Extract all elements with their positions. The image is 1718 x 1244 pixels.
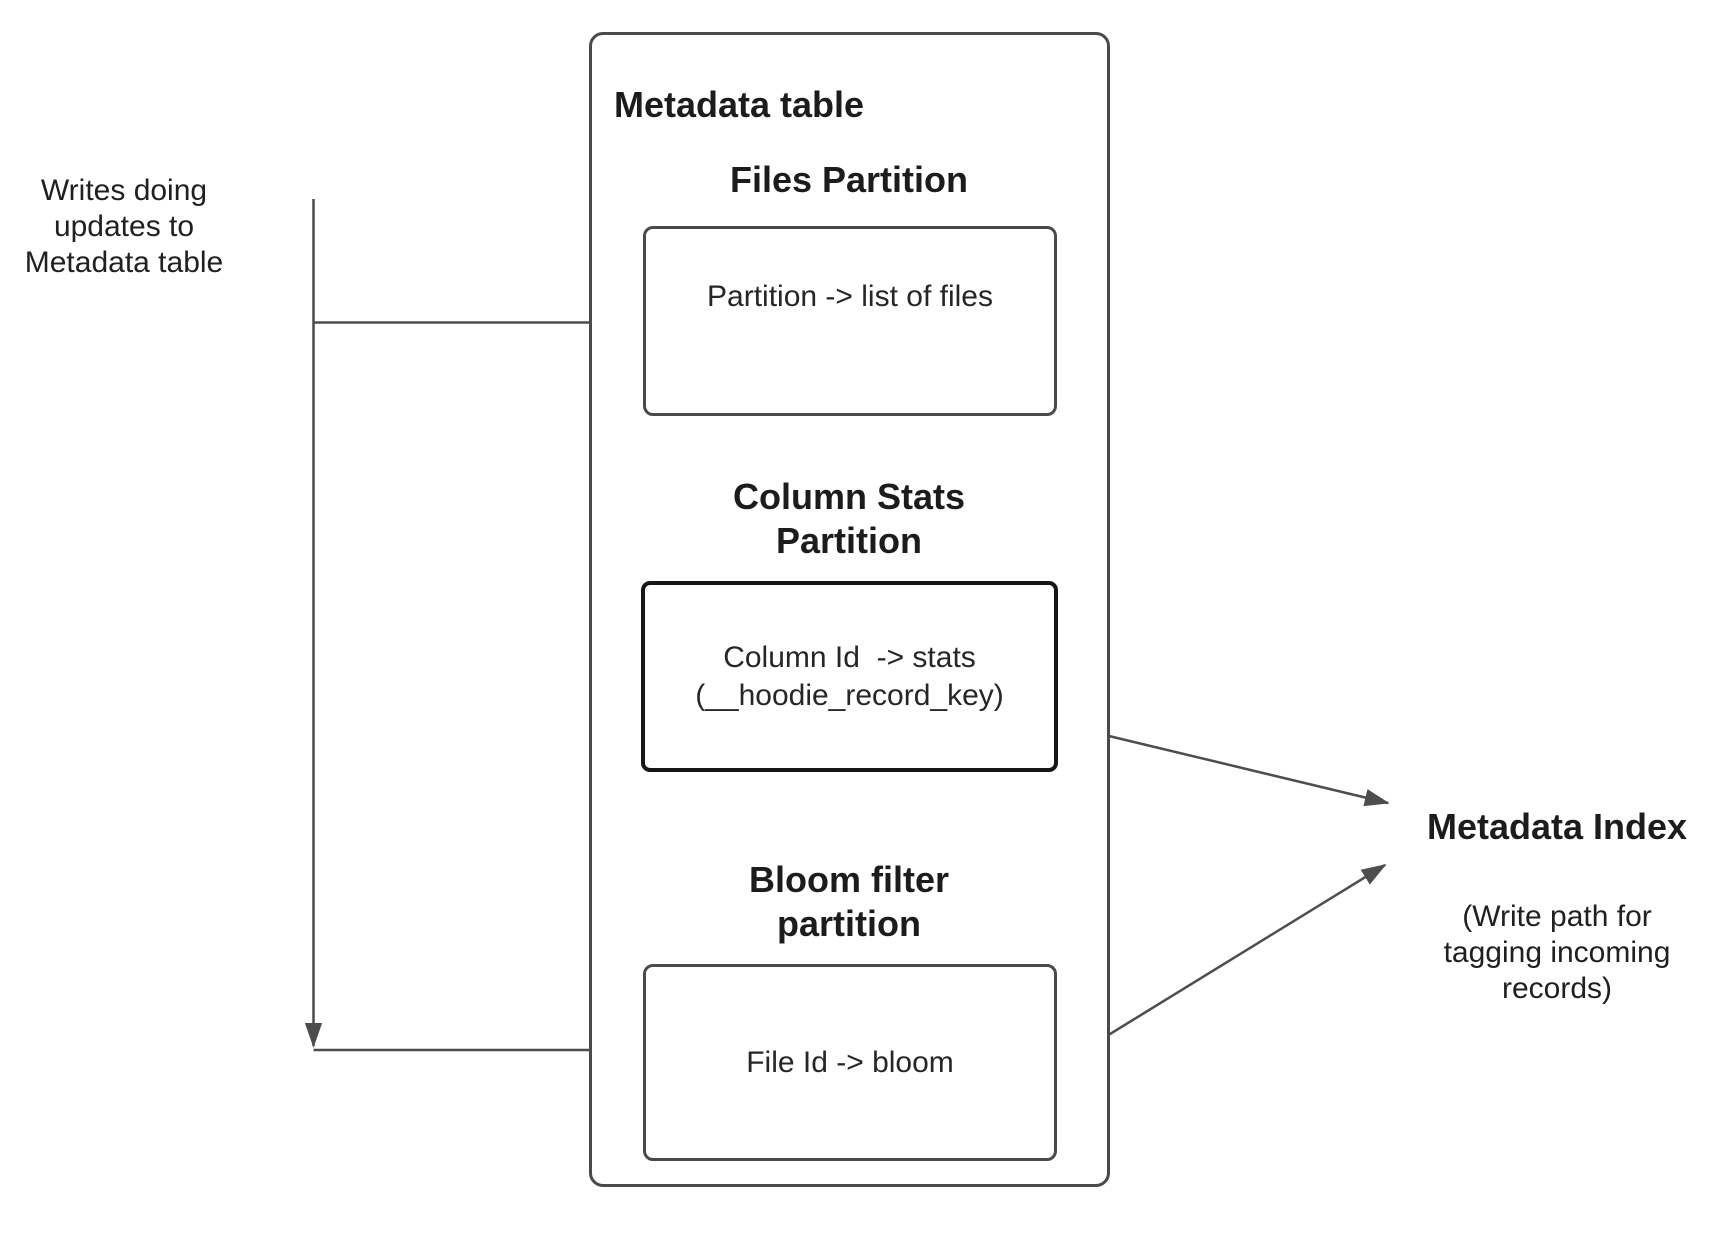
metadata-table-title: Metadata table <box>614 84 865 125</box>
metadata-index-subtitle-line: (Write path for <box>1462 900 1652 933</box>
files-partition-label: Partition -> list of files <box>707 280 993 313</box>
files-partition-box: Partition -> list of files <box>643 226 1057 416</box>
writes-note: Writes doing updates to Metadata table <box>4 173 244 281</box>
writes-note-line: Metadata table <box>24 246 224 279</box>
bloom-heading-line: partition <box>777 903 921 944</box>
metadata-index-subtitle-line: records) <box>1501 972 1613 1005</box>
column-stats-label-line: Column Id -> stats <box>723 640 976 674</box>
column-stats-partition-heading: Column Stats Partition <box>639 475 1059 563</box>
bloom-heading-line: Bloom filter <box>748 859 949 900</box>
column-stats-heading-line: Partition <box>775 520 922 561</box>
bloom-to-index-arrow <box>1057 863 1387 1068</box>
column-stats-partition-box: Column Id -> stats (__hoodie_record_key) <box>641 581 1058 772</box>
writes-note-line: updates to <box>53 210 195 243</box>
bloom-filter-label: File Id -> bloom <box>746 1045 954 1079</box>
metadata-index-subtitle: (Write path for tagging incoming records… <box>1397 899 1717 1007</box>
files-partition-heading: Files Partition <box>729 159 969 200</box>
bloom-filter-partition-heading: Bloom filter partition <box>639 858 1059 946</box>
metadata-index-subtitle-line: tagging incoming <box>1443 936 1671 969</box>
bloom-filter-partition-box: File Id -> bloom <box>643 964 1057 1161</box>
column-stats-label-line: (__hoodie_record_key) <box>695 678 1004 712</box>
writes-note-line: Writes doing <box>40 174 208 207</box>
column-stats-heading-line: Column Stats <box>732 476 965 517</box>
stats-to-index-arrow <box>1058 722 1390 807</box>
metadata-index-title: Metadata Index <box>1426 806 1688 847</box>
